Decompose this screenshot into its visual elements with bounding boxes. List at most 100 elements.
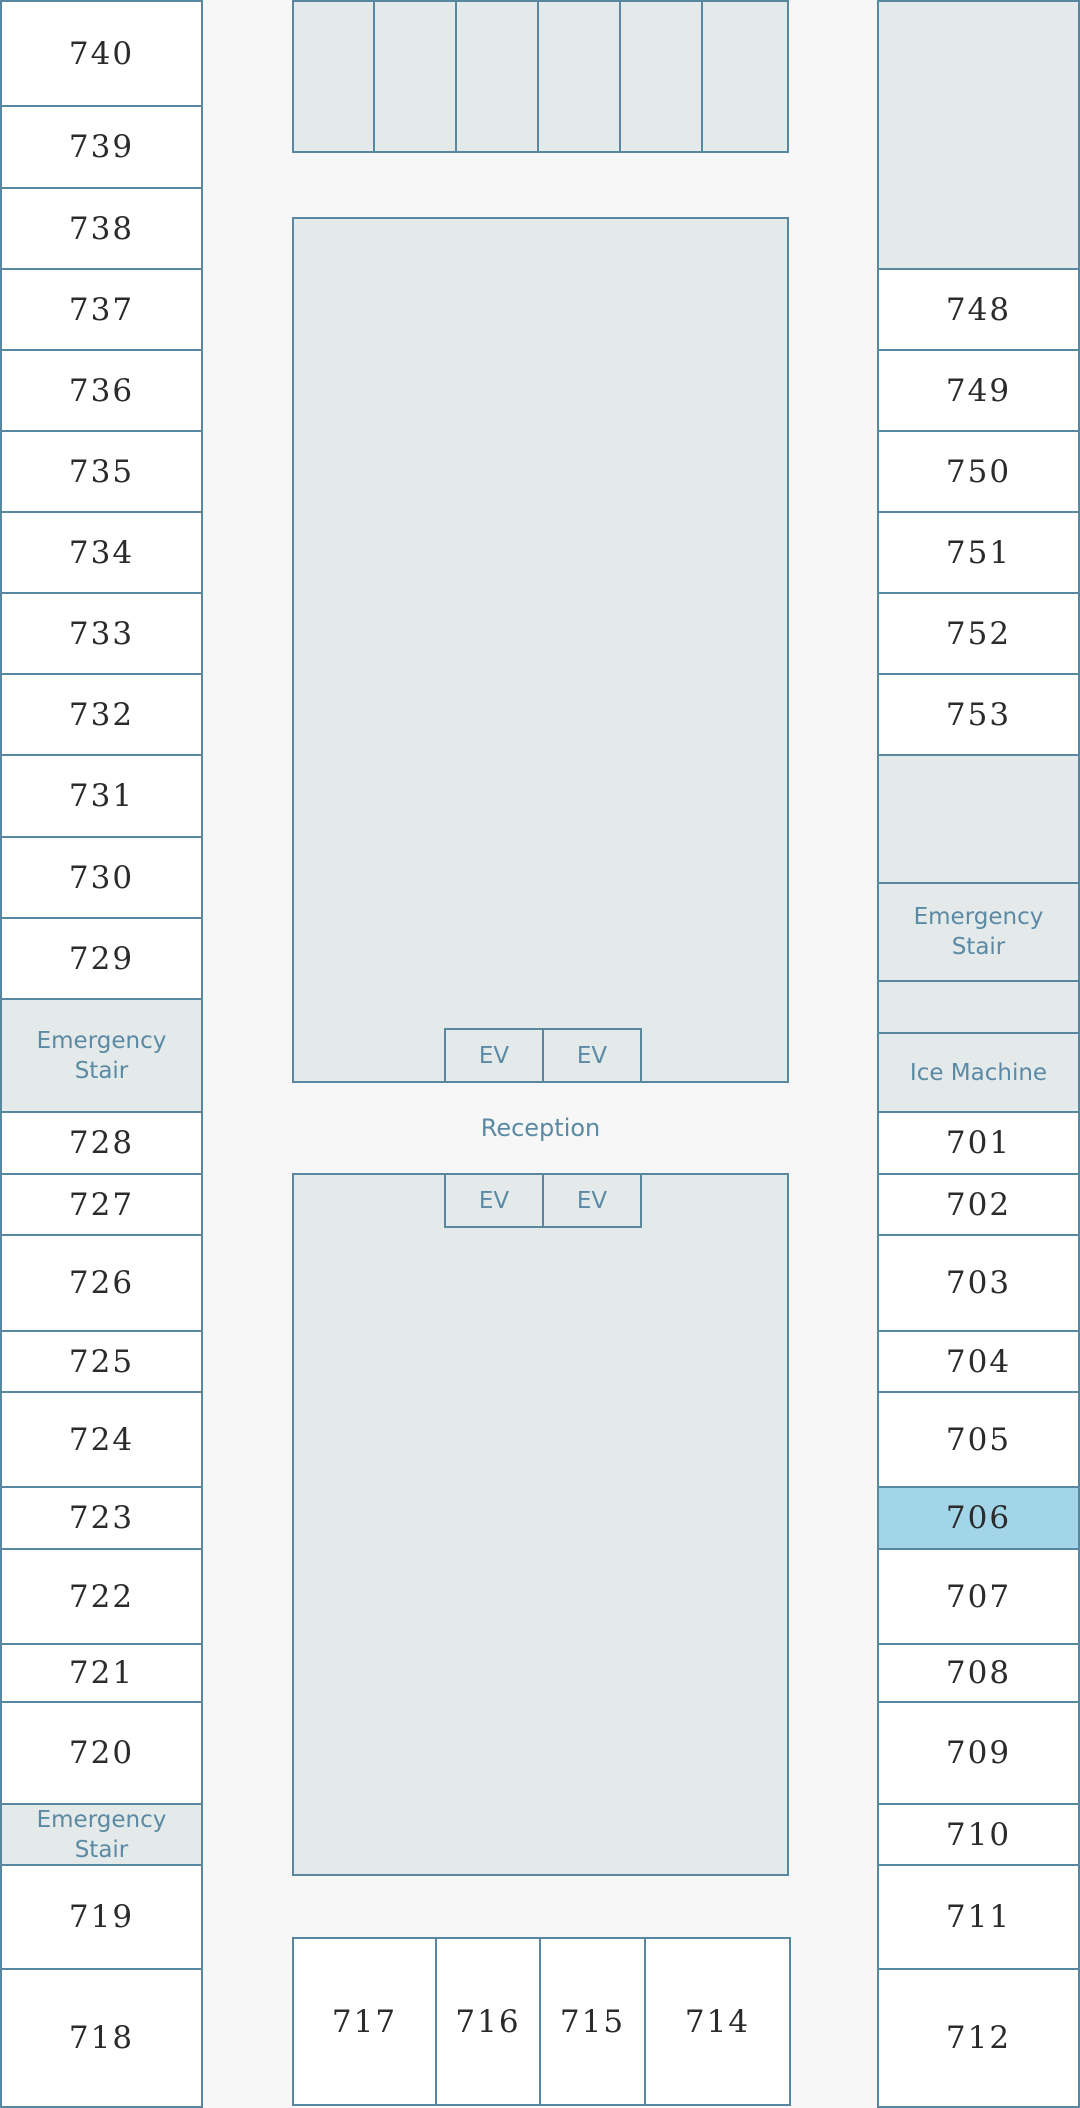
room-751[interactable]: 751 (877, 511, 1080, 594)
room-number: 726 (68, 1265, 135, 1301)
elevator-label: EV (576, 1187, 608, 1214)
elevator-label: EV (576, 1042, 608, 1069)
room-number: 701 (945, 1125, 1012, 1161)
room-710[interactable]: 710 (877, 1803, 1080, 1866)
elevator[interactable]: EV (444, 1173, 544, 1228)
room-number: 730 (68, 859, 135, 896)
room-729[interactable]: 729 (0, 917, 203, 1000)
elevator[interactable]: EV (542, 1028, 642, 1083)
unlabeled-area (877, 754, 1080, 884)
room-705[interactable]: 705 (877, 1391, 1080, 1488)
room-740[interactable]: 740 (0, 0, 203, 107)
room-734[interactable]: 734 (0, 511, 203, 594)
elevator[interactable]: EV (542, 1173, 642, 1228)
room-714[interactable]: 714 (644, 1937, 791, 2106)
room-724[interactable]: 724 (0, 1391, 203, 1488)
room-721[interactable]: 721 (0, 1643, 203, 1703)
elevator-label: EV (478, 1042, 510, 1069)
unlabeled-area (877, 980, 1080, 1034)
room-number: 702 (945, 1186, 1012, 1223)
room-712[interactable]: 712 (877, 1968, 1080, 2108)
top-storage-compartment (455, 0, 539, 153)
room-number: 724 (68, 1421, 135, 1458)
room-711[interactable]: 711 (877, 1864, 1080, 1970)
room-718[interactable]: 718 (0, 1968, 203, 2108)
emergency-stair: Emergency Stair (0, 998, 203, 1113)
room-722[interactable]: 722 (0, 1548, 203, 1645)
room-number: 717 (331, 2003, 398, 2040)
facility-label: Emergency Stair (913, 904, 1044, 960)
room-728[interactable]: 728 (0, 1111, 203, 1175)
room-738[interactable]: 738 (0, 187, 203, 270)
room-716[interactable]: 716 (435, 1937, 541, 2106)
room-750[interactable]: 750 (877, 430, 1080, 513)
room-708[interactable]: 708 (877, 1643, 1080, 1703)
room-number: 736 (68, 372, 135, 409)
room-number: 729 (68, 940, 135, 977)
room-number: 722 (68, 1578, 135, 1615)
room-number: 739 (68, 129, 135, 165)
room-number: 708 (945, 1655, 1012, 1691)
room-number: 725 (68, 1343, 135, 1380)
room-number: 727 (68, 1186, 135, 1223)
room-736[interactable]: 736 (0, 349, 203, 432)
room-709[interactable]: 709 (877, 1701, 1080, 1805)
facility-label: Emergency Stair (36, 1027, 167, 1084)
room-702[interactable]: 702 (877, 1173, 1080, 1236)
top-storage-compartment (619, 0, 703, 153)
room-706-selected[interactable]: 706 (877, 1486, 1080, 1550)
room-number: 718 (68, 2020, 135, 2056)
room-719[interactable]: 719 (0, 1864, 203, 1970)
room-730[interactable]: 730 (0, 836, 203, 919)
room-number: 740 (68, 35, 135, 72)
room-number: 753 (945, 696, 1012, 733)
top-storage-compartment (701, 0, 789, 153)
room-748[interactable]: 748 (877, 268, 1080, 351)
room-number: 749 (945, 372, 1012, 409)
room-739[interactable]: 739 (0, 105, 203, 189)
room-number: 720 (68, 1735, 135, 1771)
room-733[interactable]: 733 (0, 592, 203, 675)
lower-central-block (292, 1173, 789, 1876)
room-749[interactable]: 749 (877, 349, 1080, 432)
room-720[interactable]: 720 (0, 1701, 203, 1805)
ice-machine: Ice Machine (877, 1032, 1080, 1113)
room-number: 719 (68, 1899, 135, 1935)
room-number: 750 (945, 453, 1012, 490)
room-707[interactable]: 707 (877, 1548, 1080, 1645)
facility-label: Emergency Stair (36, 1806, 167, 1863)
room-number: 705 (945, 1421, 1012, 1458)
room-737[interactable]: 737 (0, 268, 203, 351)
room-number: 714 (684, 2003, 751, 2040)
room-752[interactable]: 752 (877, 592, 1080, 675)
unlabeled-area (877, 0, 1080, 270)
room-717[interactable]: 717 (292, 1937, 437, 2106)
room-731[interactable]: 731 (0, 754, 203, 838)
room-number: 712 (945, 2020, 1012, 2056)
upper-central-block (292, 217, 789, 1083)
elevator[interactable]: EV (444, 1028, 544, 1083)
reception-label: Reception (480, 1114, 601, 1142)
room-727[interactable]: 727 (0, 1173, 203, 1236)
room-725[interactable]: 725 (0, 1330, 203, 1393)
room-number: 709 (945, 1735, 1012, 1771)
room-723[interactable]: 723 (0, 1486, 203, 1550)
room-753[interactable]: 753 (877, 673, 1080, 756)
room-number: 707 (945, 1578, 1012, 1615)
room-number: 716 (455, 2003, 521, 2040)
room-number: 738 (68, 210, 135, 247)
emergency-stair: Emergency Stair (877, 882, 1080, 982)
room-703[interactable]: 703 (877, 1234, 1080, 1332)
room-number: 734 (68, 534, 135, 571)
room-number: 723 (68, 1500, 135, 1536)
room-735[interactable]: 735 (0, 430, 203, 513)
emergency-stair: Emergency Stair (0, 1803, 203, 1866)
room-732[interactable]: 732 (0, 673, 203, 756)
room-701[interactable]: 701 (877, 1111, 1080, 1175)
room-number: 748 (945, 291, 1012, 328)
room-726[interactable]: 726 (0, 1234, 203, 1332)
elevator-label: EV (478, 1187, 510, 1214)
room-715[interactable]: 715 (539, 1937, 646, 2106)
room-number: 735 (68, 453, 135, 490)
room-704[interactable]: 704 (877, 1330, 1080, 1393)
